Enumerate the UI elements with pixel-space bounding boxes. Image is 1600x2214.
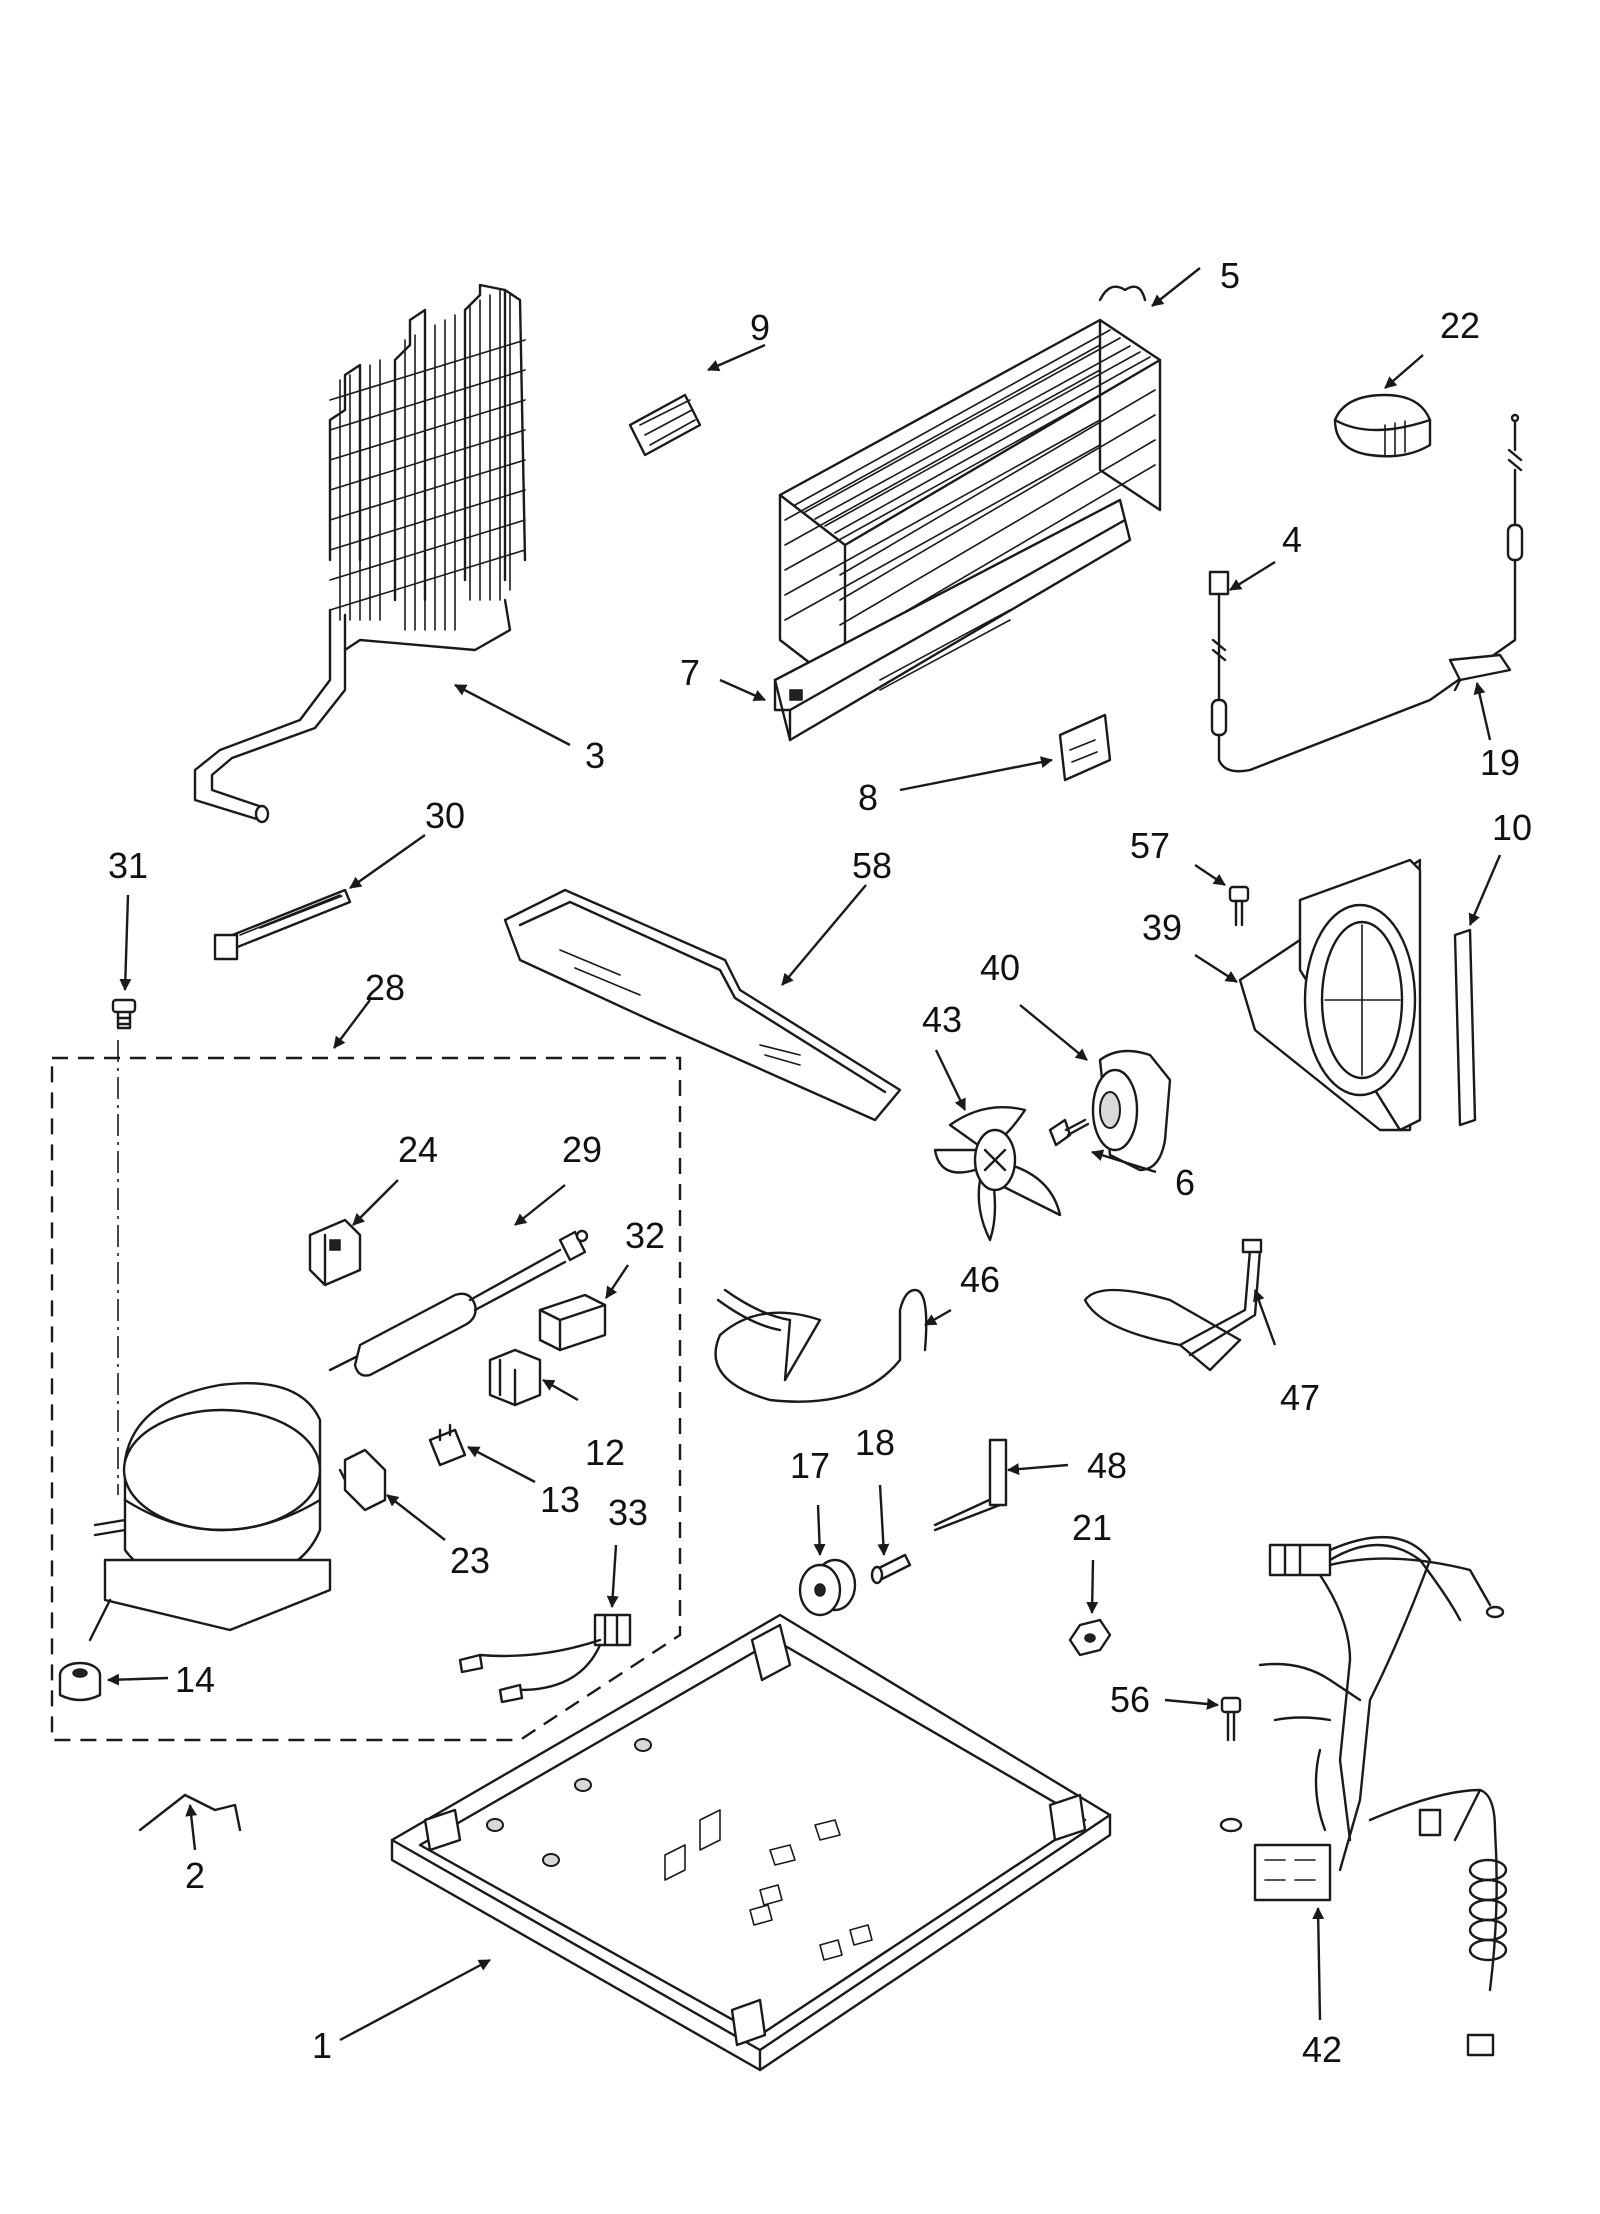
callout-7: 7 — [680, 652, 700, 693]
fan-shroud — [1238, 858, 1422, 1132]
callout-13: 13 — [540, 1479, 580, 1520]
callout-47: 47 — [1280, 1377, 1320, 1418]
clip — [1448, 653, 1512, 692]
callout-14: 14 — [175, 1659, 215, 1700]
callout-43: 43 — [922, 999, 962, 1040]
roller — [798, 1558, 857, 1617]
callout-1: 1 — [312, 2025, 332, 2066]
callout-39: 39 — [1142, 907, 1182, 948]
callout-22: 22 — [1440, 305, 1480, 346]
fan-motor — [1091, 1049, 1172, 1172]
overload — [488, 1348, 542, 1407]
pad — [628, 393, 702, 457]
nut — [1068, 1618, 1112, 1657]
callout-18: 18 — [855, 1422, 895, 1463]
drip-tray — [773, 498, 1132, 742]
callout-28: 28 — [365, 967, 405, 1008]
thermistor — [1208, 413, 1524, 773]
callout-33: 33 — [608, 1492, 648, 1533]
callout-17: 17 — [790, 1445, 830, 1486]
callout-58: 58 — [852, 845, 892, 886]
grommet — [58, 1661, 102, 1702]
start-relay — [338, 1448, 387, 1512]
bracket — [1058, 713, 1112, 782]
callout-9: 9 — [750, 307, 770, 348]
base-frame — [390, 1613, 1112, 2072]
screw — [111, 998, 137, 1030]
spring-clip — [138, 1793, 242, 1832]
relay — [308, 1218, 362, 1287]
callout-labels: 3 9 5 22 4 7 8 19 30 31 58 28 57 39 10 4… — [108, 255, 1532, 2070]
strip — [1453, 928, 1477, 1127]
capacitor — [538, 1293, 607, 1352]
callout-21: 21 — [1072, 1507, 1112, 1548]
callout-42: 42 — [1302, 2029, 1342, 2070]
main-wire-harness — [1253, 1535, 1508, 2057]
callout-6: 6 — [1175, 1162, 1195, 1203]
callout-19: 19 — [1480, 742, 1520, 783]
water-pan — [503, 888, 902, 1122]
callout-57: 57 — [1130, 825, 1170, 866]
cable-tie — [213, 888, 352, 961]
drier — [328, 1229, 589, 1377]
callout-4: 4 — [1282, 519, 1302, 560]
callout-3: 3 — [585, 735, 605, 776]
condenser-coil — [193, 283, 527, 824]
callout-2: 2 — [185, 1855, 205, 1896]
drain-tube — [714, 1288, 928, 1403]
callout-24: 24 — [398, 1129, 438, 1170]
callout-46: 46 — [960, 1259, 1000, 1300]
evaporator-coil — [778, 285, 1162, 692]
screw — [1219, 1696, 1243, 1833]
callout-30: 30 — [425, 795, 465, 836]
callout-40: 40 — [980, 947, 1020, 988]
callout-32: 32 — [625, 1215, 665, 1256]
callout-5: 5 — [1220, 255, 1240, 296]
screw — [1048, 1118, 1090, 1147]
compressor — [88, 1381, 332, 1642]
callout-23: 23 — [450, 1540, 490, 1581]
cap — [1333, 393, 1432, 458]
axle — [870, 1553, 912, 1585]
pin — [933, 1438, 1008, 1532]
callout-12: 12 — [585, 1432, 625, 1473]
compressor-kit-frame — [50, 1040, 682, 1742]
fan-blade — [933, 1105, 1062, 1242]
leader-arrows — [107, 267, 1502, 2042]
callout-48: 48 — [1087, 1445, 1127, 1486]
drain-hose — [1083, 1238, 1263, 1372]
callout-8: 8 — [858, 777, 878, 818]
callout-10: 10 — [1492, 807, 1532, 848]
callout-31: 31 — [108, 845, 148, 886]
wiring — [458, 1613, 632, 1704]
terminal-cover — [428, 1423, 467, 1467]
callout-29: 29 — [562, 1129, 602, 1170]
callout-56: 56 — [1110, 1679, 1150, 1720]
screw — [1228, 885, 1250, 927]
